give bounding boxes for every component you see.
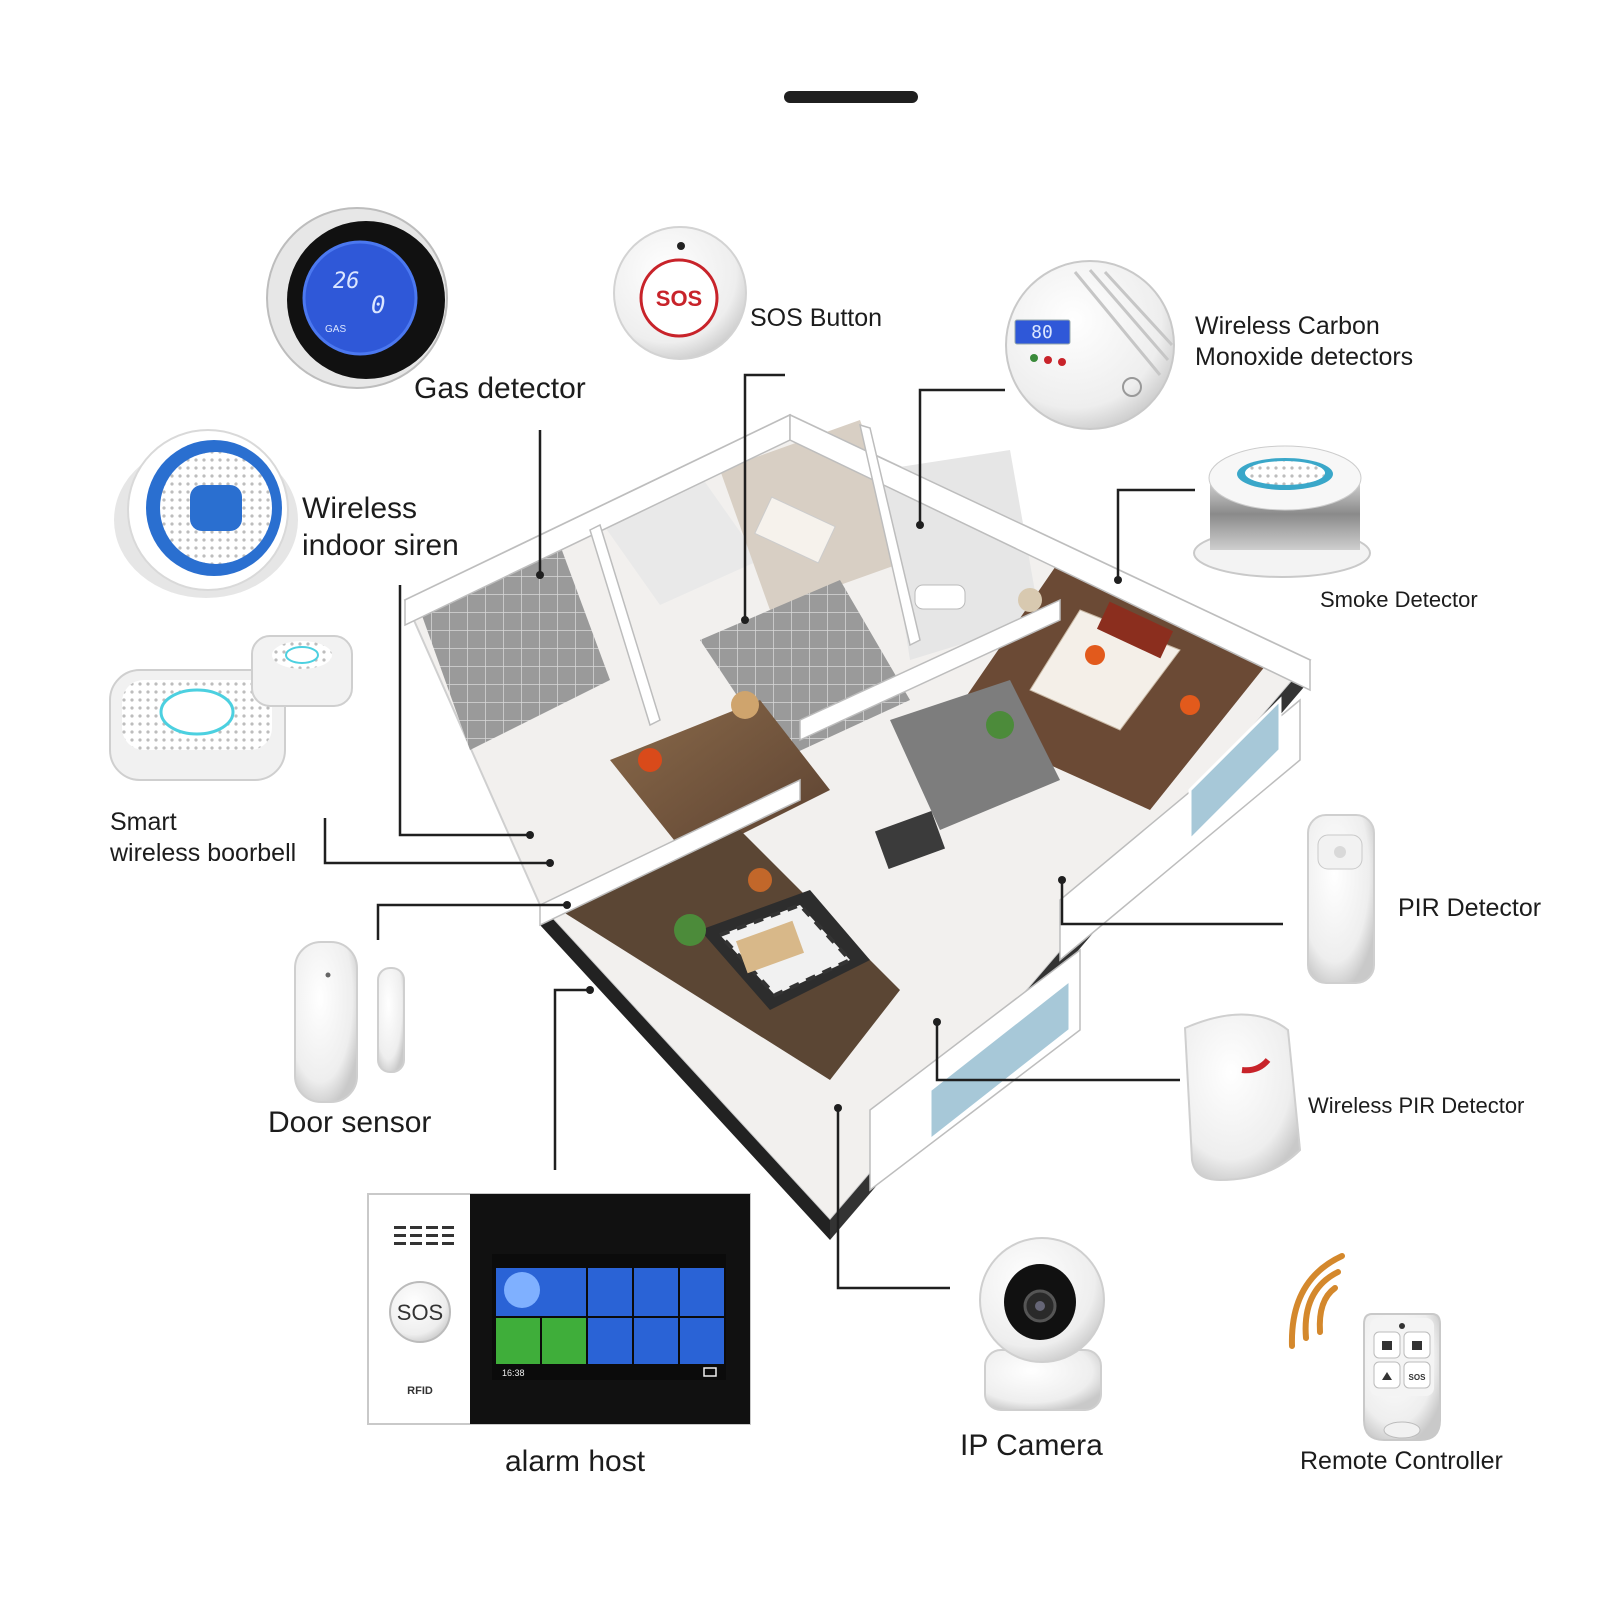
connector-lines: [323, 373, 1283, 1290]
co-detector-icon: [1005, 260, 1175, 430]
pir-detector-icon: [1307, 814, 1375, 984]
gas-display-value: 0: [371, 291, 385, 319]
siren-icon: [114, 429, 298, 598]
remote-sos-text: SOS: [1409, 1373, 1427, 1382]
label-smoke-detector: Smoke Detector: [1320, 587, 1478, 612]
co-display-text: 80: [1031, 322, 1053, 343]
wireless-pir-icon: [1183, 1013, 1302, 1182]
label-indoor-siren: Wireless indoor siren: [302, 492, 459, 562]
gas-display-temp: 26: [333, 269, 360, 294]
remote-controller-icon: [1288, 1253, 1441, 1441]
label-doorbell: Smart wireless boorbell: [110, 808, 297, 867]
host-clock-text: 16:38: [502, 1368, 525, 1378]
label-sos-button: SOS Button: [750, 304, 883, 332]
connector-dots: [526, 521, 1122, 1112]
label-wireless-pir: Wireless PIR Detector: [1308, 1093, 1525, 1118]
alarm-host-icon: [367, 1193, 751, 1425]
gas-display-unit: GAS: [325, 324, 346, 335]
label-ip-camera: IP Camera: [960, 1429, 1103, 1462]
doorbell-icon: [109, 635, 353, 781]
label-remote-controller: Remote Controller: [1300, 1447, 1503, 1475]
label-alarm-host: alarm host: [505, 1445, 646, 1478]
label-co-detector: Wireless Carbon Monoxide detectors: [1195, 312, 1414, 371]
top-divider-bar: [784, 91, 918, 103]
ip-camera-icon: [979, 1237, 1105, 1411]
label-gas-detector: Gas detector: [414, 372, 586, 405]
sos-button-icon: [613, 226, 747, 360]
host-sos-text: SOS: [397, 1300, 443, 1325]
smoke-detector-icon: [1193, 445, 1371, 578]
label-door-sensor: Door sensor: [268, 1106, 432, 1139]
door-sensor-icon: [294, 941, 405, 1103]
label-pir-detector: PIR Detector: [1398, 894, 1542, 922]
gas-detector-icon: [266, 207, 448, 389]
sos-button-face-text: SOS: [656, 286, 702, 311]
host-rfid-text: RFID: [407, 1385, 433, 1397]
